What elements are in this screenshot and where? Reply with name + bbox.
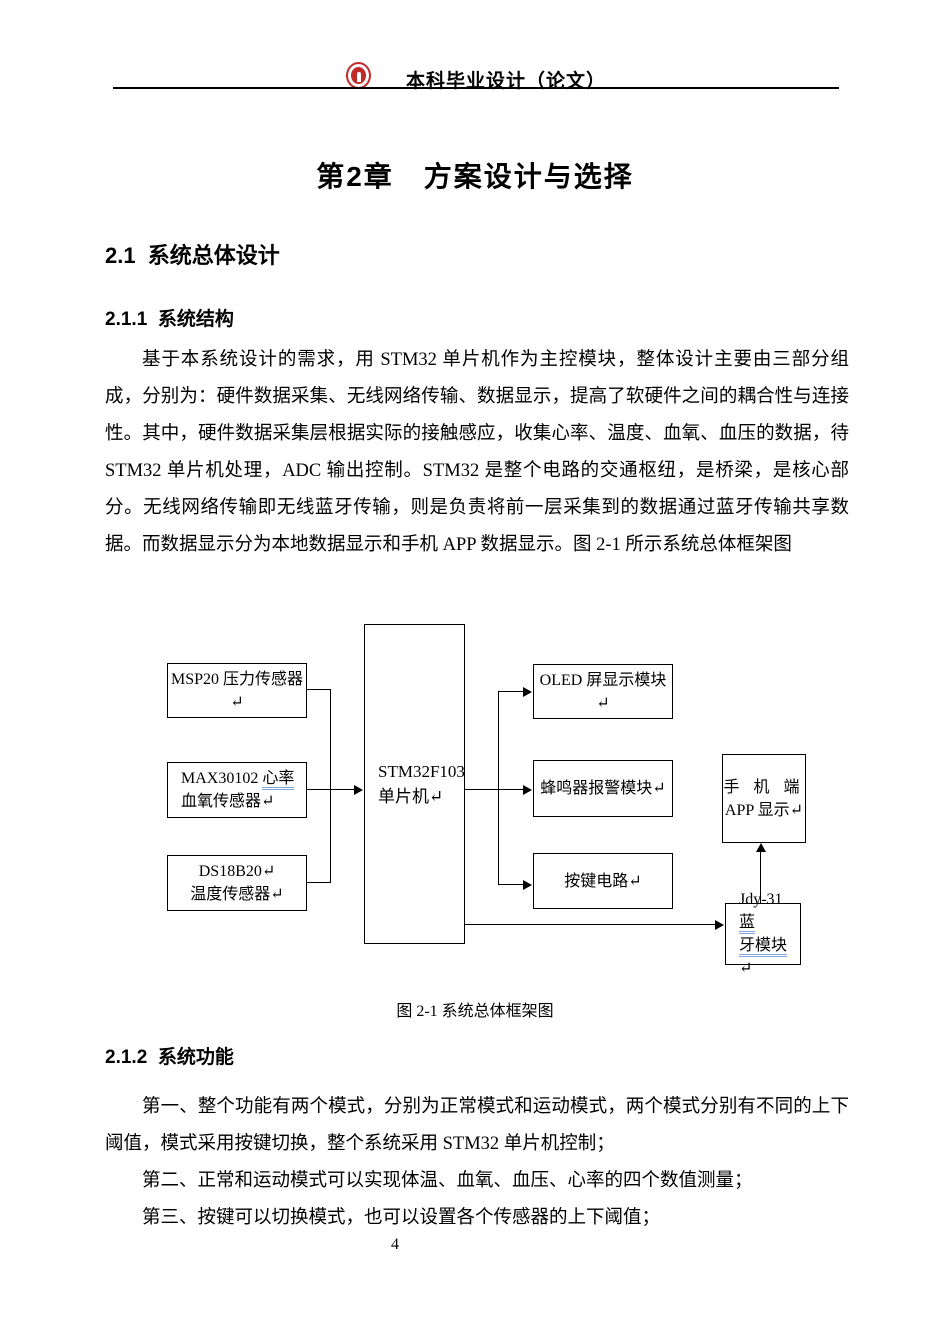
connector-right-bus xyxy=(498,691,499,885)
figure-caption: 图 2-1 系统总体框架图 xyxy=(396,1003,554,1020)
app-line1: 手 机 端 xyxy=(723,778,805,796)
intro-paragraph-block: 基于本系统设计的需求，用 STM32 单片机作为主控模块，整体设计主要由三部分组… xyxy=(105,342,849,564)
arrowhead-into-oled-icon xyxy=(523,687,532,697)
arrowhead-into-jdy31-icon xyxy=(715,920,724,930)
diagram-box-msp20: MSP20 压力传感器↵ xyxy=(167,663,307,718)
header-title: 本科毕业设计（论文） xyxy=(406,71,607,92)
stm32-line2: 单片机↵ xyxy=(378,787,444,806)
connector-to-oled xyxy=(498,691,525,692)
keys-label: 按键电路↵ xyxy=(564,872,642,890)
header-rule xyxy=(113,87,839,89)
connector-stm32-out xyxy=(465,789,499,790)
diagram-box-oled: OLED 屏显示模块↵ xyxy=(533,664,673,719)
ds18b20-line2: 温度传感器↵ xyxy=(190,886,284,903)
diagram-box-ds18b20: DS18B20↵ 温度传感器↵ xyxy=(167,855,307,911)
buzzer-label: 蜂鸣器报警模块↵ xyxy=(540,780,666,797)
ds18b20-line1: DS18B20↵ xyxy=(198,863,276,880)
connector-msp20 xyxy=(307,689,331,690)
msp20-label: MSP20 压力传感器↵ xyxy=(170,670,304,711)
connector-stm32-to-jdy31 xyxy=(465,924,716,925)
diagram-box-jdy31-bluetooth: Jdy-31 蓝 牙模块↵ xyxy=(725,891,801,977)
page-number: 4 xyxy=(391,1236,399,1253)
section-heading-2-1-1: 2.1.1 系统结构 xyxy=(105,309,234,330)
arrowhead-into-app-icon xyxy=(756,843,766,852)
intro-paragraph: 基于本系统设计的需求，用 STM32 单片机作为主控模块，整体设计主要由三部分组… xyxy=(105,350,849,555)
connector-to-keys xyxy=(498,884,525,885)
max30102-underlined-text: 心率 xyxy=(262,770,295,790)
diagram-box-phone-app: 手 机 端 APP 显示↵ xyxy=(722,754,806,843)
app-line2: APP 显示↵ xyxy=(724,801,804,819)
diagram-box-stm32: STM32F103 单片机↵ xyxy=(364,624,465,944)
jdy31-underlined-1: 蓝 xyxy=(739,914,756,934)
function-paragraph-second: 第二、正常和运动模式可以实现体温、血氧、血压、心率的四个数值测量； xyxy=(142,1171,753,1191)
diagram-box-keys: 按键电路↵ xyxy=(533,853,673,909)
max30102-line1: MAX30102 心率 xyxy=(181,767,295,790)
section-heading-2-1: 2.1 系统总体设计 xyxy=(105,243,280,268)
connector-left-bus xyxy=(330,689,331,883)
function-paragraphs-block: 第一、整个功能有两个模式，分别为正常模式和运动模式，两个模式分别有不同的上下阈值… xyxy=(105,1089,849,1237)
arrowhead-into-buzzer-icon xyxy=(523,785,532,795)
section-heading-2-1-2: 2.1.2 系统功能 xyxy=(105,1047,234,1068)
connector-max-to-stm32 xyxy=(306,789,356,790)
oled-label: OLED 屏显示模块↵ xyxy=(539,671,667,712)
function-paragraph-third: 第三、按键可以切换模式，也可以设置各个传感器的上下阈值； xyxy=(142,1208,661,1228)
diagram-box-buzzer: 蜂鸣器报警模块↵ xyxy=(533,760,673,817)
jdy31-line1: Jdy-31 蓝 xyxy=(739,888,794,934)
stm32-line1: STM32F103 xyxy=(378,762,465,781)
arrowhead-into-keys-icon xyxy=(523,880,532,890)
connector-ds18b20 xyxy=(307,882,331,883)
connector-jdy31-to-app xyxy=(760,851,761,903)
arrowhead-into-stm32-icon xyxy=(354,785,363,795)
university-seal-icon xyxy=(346,62,371,89)
connector-to-buzzer xyxy=(498,789,525,790)
diagram-box-max30102: MAX30102 心率 血氧传感器↵ xyxy=(167,762,307,818)
jdy31-line2: 牙模块↵ xyxy=(739,937,788,977)
chapter-title: 第2章 方案设计与选择 xyxy=(316,161,634,192)
seal-figure xyxy=(357,72,361,82)
jdy31-underlined-2: 牙模块 xyxy=(739,937,788,957)
function-paragraph-first: 第一、整个功能有两个模式，分别为正常模式和运动模式，两个模式分别有不同的上下阈值… xyxy=(105,1097,849,1154)
max30102-line2: 血氧传感器↵ xyxy=(181,793,275,810)
